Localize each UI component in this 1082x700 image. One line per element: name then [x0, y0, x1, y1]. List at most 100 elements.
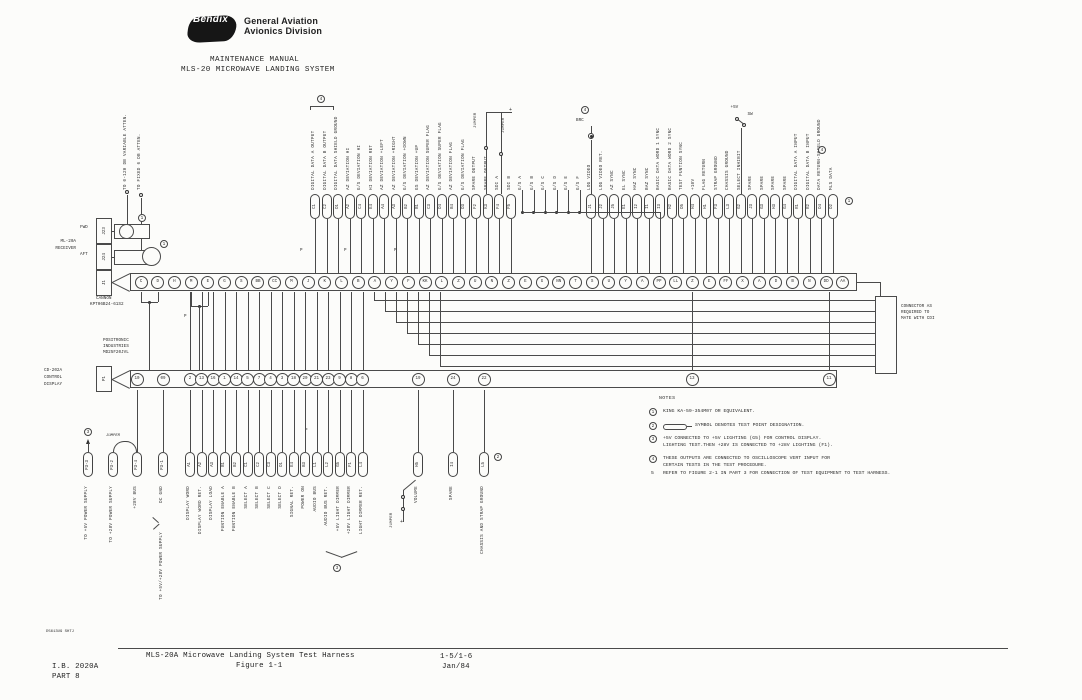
test-point-oval: L4 — [357, 452, 368, 477]
wire-v — [384, 219, 385, 273]
wire-v — [403, 490, 404, 522]
signal-label: DIGITAL DATA B OUTPUT — [322, 130, 328, 190]
wire-h — [687, 426, 692, 427]
wire-v — [533, 190, 535, 212]
test-point-oval: B1 — [413, 194, 424, 219]
wire-v — [395, 219, 397, 273]
wire-v — [485, 112, 487, 194]
test-point-oval: P3-2 — [108, 452, 118, 477]
arrow-up-icon — [86, 439, 90, 444]
test-point-pin: E4 — [370, 204, 375, 209]
test-point-oval: R1 — [793, 194, 803, 219]
wire-v — [236, 390, 237, 452]
wire-v — [305, 390, 306, 452]
note-ref-1: 1 — [160, 240, 168, 248]
wire-v — [326, 219, 328, 273]
signal-label: G/S D — [552, 175, 558, 190]
signal-label: EL SYNC — [621, 170, 627, 190]
dc-gnd-feed-label: TO +5V/+28V POWER SUPPLY — [159, 532, 164, 600]
signal-label: HI DEVIATION RET — [368, 144, 374, 190]
test-point-oval: F2 — [471, 194, 481, 219]
signal-label: G/S DEVIATION HI — [357, 144, 362, 190]
note-ref-1: 1 — [845, 197, 853, 205]
test-point-oval: H5 — [413, 452, 423, 477]
note-ref-1: 1 — [649, 408, 657, 416]
bottom-point-label: TO +5V POWER SUPPLY — [84, 486, 89, 540]
note-text: CERTAIN TESTS IN THE TEST PROCEDURE. — [663, 463, 767, 468]
test-point-pin: B1 — [222, 462, 227, 467]
test-point-pin: J2 — [600, 204, 605, 209]
test-point-oval: P3-1 — [158, 452, 168, 477]
coax-j23-contact-icon — [119, 224, 134, 239]
bendix-logo-text: Bendix — [193, 14, 229, 25]
note-text: THESE OUTPUTS ARE CONNECTED TO OSCILLOSC… — [663, 456, 830, 461]
test-point-pin: A2 — [347, 204, 352, 209]
test-point-pin: B2 — [233, 462, 238, 467]
test-point-pin: C1 — [312, 204, 317, 209]
note-ref-2: 2 — [649, 422, 657, 430]
wire-v — [247, 292, 249, 370]
signal-label: HAZ SYNC — [633, 167, 638, 190]
wire-v — [740, 219, 742, 273]
wire-v — [499, 219, 500, 273]
wire-v — [351, 292, 352, 370]
strip-pin-circle: DD — [819, 275, 833, 289]
strip-pin-circle: N — [485, 275, 499, 289]
test-point-oval: J3 — [747, 194, 757, 219]
bottom-point-label: POWER ON — [301, 486, 306, 509]
wire-v — [190, 292, 191, 370]
test-point-oval: A2 — [196, 452, 207, 477]
wire-v — [236, 292, 237, 370]
signal-label: AZ DEVIATION FLAG — [449, 141, 454, 190]
strip-pin-circle: Z — [502, 275, 516, 289]
test-point-pin: I4 — [450, 462, 455, 467]
signal-label: AZ DEVIATION HI — [345, 147, 351, 190]
test-point-pin: A3 — [210, 462, 215, 467]
pair-marker: P — [344, 249, 347, 253]
connector-j24: J24 — [96, 244, 112, 270]
wire-v — [637, 219, 638, 273]
bottom-point-label: DISPLAY LOAD — [209, 486, 214, 520]
connector-j1: J1 — [96, 270, 112, 296]
test-point-oval: I4 — [448, 452, 458, 477]
test-point-oval: F5 — [505, 194, 516, 219]
note-text: SYMBOL DENOTES TEST POINT DESIGNATION. — [695, 423, 805, 428]
strip-pin-circle: U — [602, 275, 616, 289]
test-point-oval: G5 — [334, 452, 345, 477]
wire-v — [351, 390, 352, 452]
test-point-pin: C4 — [358, 204, 363, 209]
signal-label: SPARE — [782, 175, 788, 190]
bottom-point-label: SIGNAL RET. — [289, 486, 295, 518]
manual-title-line1: MAINTENANCE MANUAL — [210, 56, 300, 64]
test-point-oval: E1 — [620, 194, 631, 219]
test-point-pin: A2 — [199, 462, 204, 467]
wire-v — [372, 219, 374, 273]
strip-pin-circle: A — [635, 275, 649, 289]
bottom-point-label: LIGHT DIMMER RET. — [358, 486, 364, 535]
wire-v — [137, 390, 138, 452]
brc-label: BRC — [576, 118, 584, 123]
fwd-label: FWD — [80, 225, 88, 230]
signal-label: DATA RETURN-SHIELD GROUND — [817, 119, 822, 190]
issue-date: Jan/84 — [442, 663, 470, 671]
terminal-circle-icon — [498, 152, 503, 156]
signal-label: G/S B — [529, 175, 535, 190]
wire-v — [476, 219, 477, 273]
wire-v — [328, 390, 329, 452]
test-point-pin: F1 — [348, 462, 353, 467]
j1-wedge — [111, 282, 131, 292]
strip-pin-circle: NN — [552, 275, 566, 289]
test-point-pin: B4 — [450, 204, 455, 209]
strip-pin-circle: FF — [719, 275, 733, 289]
test-point-oval: J5 — [609, 194, 619, 219]
signal-label: DIGITAL DATA B INPUT — [805, 133, 811, 190]
atten-label: TO 0-120 DB VARIABLE ATTEN. — [123, 113, 128, 190]
display-pin-circle: 14 — [229, 372, 243, 386]
wire-v — [407, 219, 408, 273]
pair-marker: P — [305, 429, 308, 433]
note-ref-3: 3 — [84, 428, 92, 436]
test-point-pin: P3-3 — [85, 459, 90, 470]
footer-rule — [118, 648, 1008, 649]
wire-v — [316, 292, 318, 370]
wire-v — [213, 390, 214, 452]
